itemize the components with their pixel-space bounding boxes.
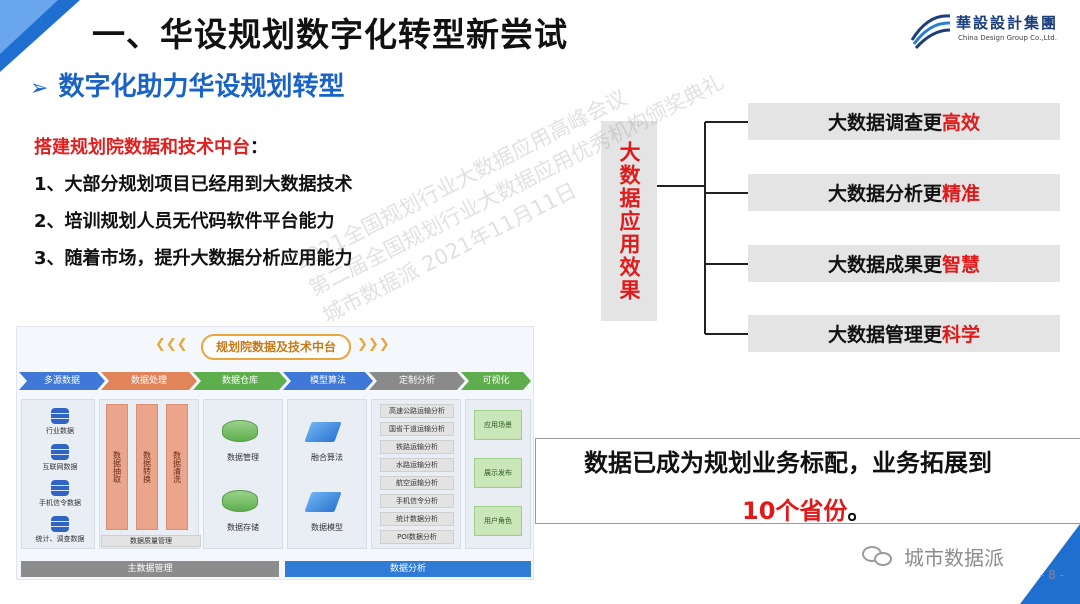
processing-label: 数据转换	[142, 451, 152, 483]
processing-label: 数据清洗	[172, 451, 182, 483]
storage-icon	[222, 420, 258, 442]
visual-item: 展示发布	[474, 458, 522, 488]
logo-mark-icon	[910, 14, 951, 50]
effect-item: 大数据调查更高效	[748, 103, 1060, 140]
analysis-item: 铁路运输分析	[380, 440, 454, 454]
point-item: 2、培训规划人员无代码软件平台能力	[34, 211, 335, 232]
point-item: 3、随着市场，提升大数据分析应用能力	[34, 248, 353, 269]
step-label: 定制分析	[369, 372, 465, 390]
info-box: 数据已成为规划业务标配，业务拓展到 10个省份。	[535, 438, 1080, 526]
analysis-item: 水路运输分析	[380, 458, 454, 472]
source-item: 手机信令数据	[28, 480, 92, 508]
platform-title: 规划院数据及技术中台	[201, 334, 351, 360]
info-line-2: 10个省份。	[742, 491, 871, 526]
visual-item: 应用场景	[474, 410, 522, 440]
step-label: 数据仓库	[193, 372, 287, 390]
database-icon	[51, 444, 69, 460]
effect-label-box: 大数据应用效果	[601, 121, 657, 321]
source-item: 行业数据	[28, 408, 92, 436]
analysis-item: 航空运输分析	[380, 476, 454, 490]
wechat-label: 城市数据派	[904, 546, 1004, 570]
chevrons-left-icon: ❮❮❮	[155, 337, 188, 352]
step-label: 可视化	[461, 372, 531, 390]
section-subtitle: ➢ 数字化助力华设规划转型	[30, 66, 344, 103]
page-title: 一、华设规划数字化转型新尝试	[92, 15, 568, 54]
wechat-badge: 城市数据派	[862, 542, 1004, 571]
info-suffix: 。	[847, 497, 872, 525]
analysis-item: POI数据分析	[380, 530, 454, 544]
source-label: 互联网数据	[42, 463, 78, 471]
data-analysis-bar: 数据分析	[285, 561, 531, 577]
processing-column: 数据抽取 数据转换 数据清洗	[99, 399, 199, 549]
platform-title-wrap: ❮❮❮ 规划院数据及技术中台 ❯❯❯	[155, 333, 395, 361]
corner-decoration-bottom	[1020, 524, 1080, 604]
processing-step: 数据转换	[136, 404, 158, 530]
source-label: 手机信令数据	[39, 499, 81, 507]
wechat-icon	[862, 545, 896, 568]
processing-step: 数据清洗	[166, 404, 188, 530]
point-item: 1、大部分规划项目已经用到大数据技术	[34, 174, 353, 195]
effect-item: 大数据成果更智慧	[748, 245, 1060, 282]
platform-diagram: ❮❮❮ 规划院数据及技术中台 ❯❯❯ 多源数据 数据处理 数据仓库 模型算法 定…	[16, 326, 534, 580]
logo-name: 華設設計集團	[956, 14, 1059, 32]
source-label: 统计、调查数据	[35, 535, 85, 543]
effect-item: 大数据分析更精准	[748, 174, 1060, 211]
effect-item-highlight: 科学	[942, 324, 981, 346]
effect-label: 大数据应用效果	[617, 140, 641, 302]
step-label: 模型算法	[283, 372, 373, 390]
model-label: 融合算法	[311, 453, 343, 462]
master-data-bar: 主数据管理	[21, 561, 279, 577]
quality-label: 数据质量管理	[101, 535, 201, 547]
warehouse-label: 数据管理	[227, 453, 259, 462]
model-label: 数据模型	[311, 523, 343, 532]
sources-column: 行业数据 互联网数据 手机信令数据 统计、调查数据	[21, 399, 95, 549]
source-label: 行业数据	[46, 427, 74, 435]
subtitle-text: 数字化助力华设规划转型	[58, 72, 345, 102]
effect-item-highlight: 精准	[942, 183, 981, 205]
storage-icon	[222, 490, 258, 512]
analysis-item: 手机信令分析	[380, 494, 454, 508]
analysis-column: 高速公路运输分析 国省干道运输分析 铁路运输分析 水路运输分析 航空运输分析 手…	[371, 399, 461, 549]
company-logo: 華設設計集團 China Design Group Co.,Ltd.	[908, 10, 1058, 52]
layers-icon	[304, 422, 342, 442]
arrow-icon: ➢	[30, 76, 49, 101]
effect-item-text: 大数据管理更	[827, 324, 942, 346]
processing-step: 数据抽取	[106, 404, 128, 530]
logo-en: China Design Group Co.,Ltd.	[958, 34, 1057, 42]
step-label: 数据处理	[101, 372, 197, 390]
effect-item-text: 大数据成果更	[827, 254, 942, 276]
effect-item: 大数据管理更科学	[748, 315, 1060, 352]
corner-decoration-inner	[0, 0, 58, 54]
effect-item-text: 大数据分析更	[827, 183, 942, 205]
effect-item-highlight: 智慧	[942, 254, 981, 276]
process-steps: 多源数据 数据处理 数据仓库 模型算法 定制分析 可视化	[19, 372, 531, 390]
processing-label: 数据抽取	[112, 451, 122, 483]
intro-heading: 搭建规划院数据和技术中台：	[34, 133, 268, 159]
info-highlight: 10个省份	[742, 497, 848, 525]
database-icon	[51, 516, 69, 532]
step-label: 多源数据	[19, 372, 105, 390]
info-line-1: 数据已成为规划业务标配，业务拓展到	[584, 449, 992, 477]
source-item: 互联网数据	[28, 444, 92, 472]
visual-column: 应用场景 展示发布 用户角色	[465, 399, 531, 549]
models-column: 融合算法 数据模型	[287, 399, 367, 549]
points-list: 1、大部分规划项目已经用到大数据技术 2、培训规划人员无代码软件平台能力 3、随…	[34, 170, 353, 281]
effect-item-text: 大数据调查更	[827, 112, 942, 134]
layers-icon	[304, 492, 342, 512]
intro-highlight: 搭建规划院数据和技术中台	[34, 137, 250, 158]
page-number: - 8 -	[1040, 568, 1064, 582]
intro-suffix: ：	[250, 137, 268, 158]
analysis-item: 高速公路运输分析	[380, 404, 454, 418]
warehouse-column: 数据管理 数据存储	[203, 399, 283, 549]
analysis-item: 统计数据分析	[380, 512, 454, 526]
warehouse-label: 数据存储	[227, 523, 259, 532]
database-icon	[51, 480, 69, 496]
visual-item: 用户角色	[474, 506, 522, 536]
database-icon	[51, 408, 69, 424]
chevrons-right-icon: ❯❯❯	[357, 337, 390, 352]
analysis-item: 国省干道运输分析	[380, 422, 454, 436]
source-item: 统计、调查数据	[28, 516, 92, 544]
effect-item-highlight: 高效	[942, 112, 981, 134]
